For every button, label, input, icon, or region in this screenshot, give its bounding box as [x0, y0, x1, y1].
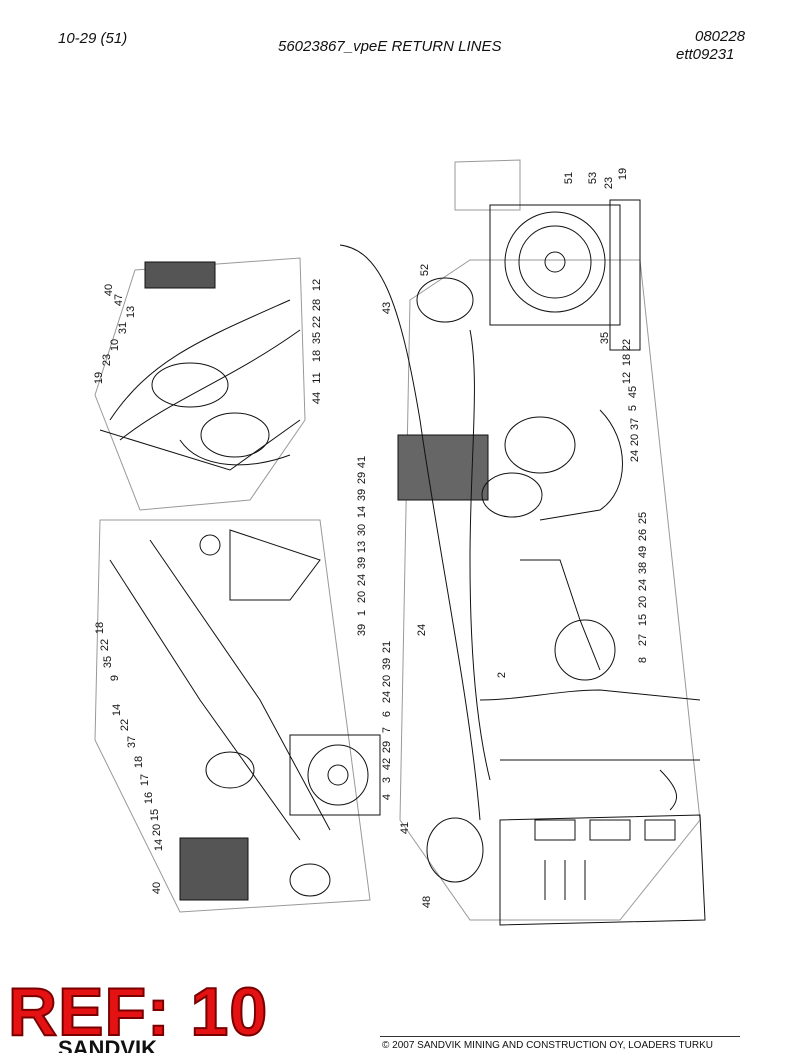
callout-main-right-22: 8: [637, 657, 649, 663]
callout-main-left-22: 42: [381, 758, 393, 770]
drawing-code: ett09231: [676, 46, 735, 63]
callout-bottom-left-9: 17: [139, 774, 151, 786]
callout-top-left-5: 10: [109, 339, 121, 351]
callout-top-left-11: 35: [311, 332, 323, 344]
callout-top-left-2: 47: [113, 294, 125, 306]
callout-top-left-6: 23: [101, 354, 113, 366]
callout-main-left-5: 39: [356, 489, 368, 501]
callout-main-right-14: 25: [637, 512, 649, 524]
callout-main-right-3: 23: [603, 177, 615, 189]
callout-main-right-13: 24: [629, 450, 641, 462]
callout-main-left-24: 4: [381, 794, 393, 800]
callout-bottom-left-7: 37: [126, 736, 138, 748]
callout-top-left-12: 18: [311, 350, 323, 362]
callout-main-left-26: 41: [399, 822, 411, 834]
callout-main-left-20: 7: [381, 727, 393, 733]
reference-stamp: REF: 10: [7, 974, 269, 1050]
callout-main-right-10: 5: [627, 405, 639, 411]
callout-bottom-left-11: 15: [149, 809, 161, 821]
footer-divider: [380, 1036, 740, 1037]
callout-main-right-21: 27: [637, 634, 649, 646]
callout-top-left-7: 19: [93, 372, 105, 384]
callout-bottom-left-14: 40: [151, 882, 163, 894]
callout-top-left-9: 28: [311, 299, 323, 311]
callout-main-left-16: 39: [381, 658, 393, 670]
callout-top-left-14: 44: [311, 392, 323, 404]
callout-main-left-11: 20: [356, 591, 368, 603]
callout-main-right-8: 12: [621, 372, 633, 384]
callout-main-right-1: 51: [563, 172, 575, 184]
callout-bottom-left-5: 14: [111, 704, 123, 716]
callout-main-left-10: 24: [356, 574, 368, 586]
callout-bottom-left-8: 18: [133, 756, 145, 768]
callout-main-right-17: 38: [637, 562, 649, 574]
callout-main-left-12: 1: [356, 610, 368, 616]
callout-main-left-25: 2: [496, 672, 508, 678]
callout-main-right-4: 19: [617, 168, 629, 180]
callout-main-right-12: 20: [629, 434, 641, 446]
callout-main-left-3: 41: [356, 456, 368, 468]
callout-main-left-15: 24: [416, 624, 428, 636]
callout-main-right-6: 22: [621, 339, 633, 351]
detail-view-top-left: [94, 257, 306, 511]
callout-main-right-15: 26: [637, 529, 649, 541]
callout-bottom-left-13: 14: [153, 839, 165, 851]
detail-view-main: [339, 159, 706, 926]
callout-main-left-4: 29: [356, 472, 368, 484]
callout-bottom-left-2: 22: [99, 639, 111, 651]
page-number: 10-29 (51): [58, 30, 128, 47]
callout-main-left-2: 52: [419, 264, 431, 276]
callout-main-left-23: 3: [381, 777, 393, 783]
callout-main-right-2: 53: [587, 172, 599, 184]
callout-main-left-14: 21: [381, 641, 393, 653]
callout-main-right-7: 18: [621, 354, 633, 366]
callout-main-left-9: 39: [356, 557, 368, 569]
callout-top-left-4: 31: [117, 322, 129, 334]
callout-main-left-7: 30: [356, 524, 368, 536]
callout-main-left-13: 39: [356, 624, 368, 636]
callout-top-left-3: 13: [125, 306, 137, 318]
callout-main-right-20: 15: [637, 614, 649, 626]
callout-labels: 4047133110231912282235181144182235914223…: [93, 168, 649, 908]
document-title: 56023867_vpeE RETURN LINES: [278, 38, 502, 55]
callout-bottom-left-12: 20: [151, 824, 163, 836]
callout-bottom-left-3: 35: [102, 656, 114, 668]
callout-main-left-19: 6: [381, 711, 393, 717]
callout-main-left-17: 20: [381, 675, 393, 687]
callout-main-left-6: 14: [356, 506, 368, 518]
callout-bottom-left-10: 16: [143, 792, 155, 804]
callout-top-left-8: 12: [311, 279, 323, 291]
callout-bottom-left-4: 9: [109, 675, 121, 681]
callout-main-left-8: 13: [356, 541, 368, 553]
callout-main-right-9: 45: [627, 386, 639, 398]
copyright-notice: © 2007 SANDVIK MINING AND CONSTRUCTION O…: [382, 1040, 713, 1051]
document-date: 080228: [695, 28, 746, 45]
detail-view-bottom-left: [94, 519, 381, 913]
callout-bottom-left-6: 22: [119, 719, 131, 731]
callout-main-right-19: 20: [637, 596, 649, 608]
callout-main-right-11: 37: [629, 418, 641, 430]
callout-main-right-16: 49: [637, 546, 649, 558]
brand-logo-text: SANDVIK: [58, 1038, 158, 1053]
callout-top-left-10: 22: [311, 316, 323, 328]
callout-main-left-21: 29: [381, 741, 393, 753]
callout-main-left-1: 43: [381, 302, 393, 314]
callout-main-right-18: 24: [637, 579, 649, 591]
callout-main-left-18: 24: [381, 691, 393, 703]
callout-bottom-left-1: 18: [94, 622, 106, 634]
callout-main-left-27: 48: [421, 896, 433, 908]
callout-top-left-13: 11: [311, 372, 323, 383]
callout-main-right-5: 35: [599, 332, 611, 344]
callout-top-left-1: 40: [103, 284, 115, 296]
